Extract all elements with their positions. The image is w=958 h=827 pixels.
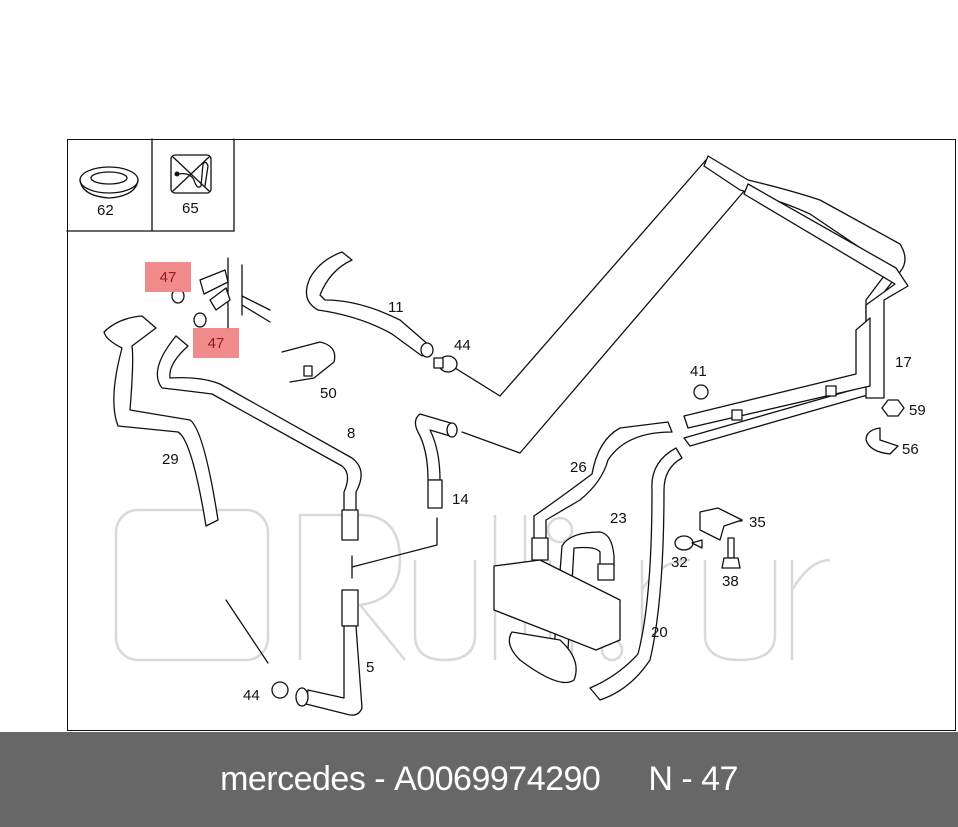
hose-26	[531, 421, 673, 561]
brand-name: mercedes	[220, 760, 366, 798]
clamp-44-lower	[271, 681, 289, 699]
clamp-44-upper	[433, 355, 458, 373]
p-clip-56	[865, 427, 899, 455]
bolt-38	[721, 537, 741, 569]
legend-label-65: 65	[182, 200, 199, 217]
grommet-ring-icon	[79, 166, 139, 199]
part-callout-44-upper[interactable]: 44	[454, 337, 471, 354]
hose-14	[414, 413, 458, 509]
part-callout-41[interactable]: 41	[690, 363, 707, 380]
part-callout-14[interactable]: 14	[452, 491, 469, 508]
nut-41	[693, 384, 709, 400]
part-callout-5[interactable]: 5	[366, 659, 375, 676]
part-callout-26[interactable]: 26	[570, 459, 587, 476]
legend-grid	[66, 138, 235, 232]
part-callout-23[interactable]: 23	[610, 510, 627, 527]
part-callout-50[interactable]: 50	[320, 385, 337, 402]
part-callout-56[interactable]: 56	[902, 441, 919, 458]
hose-11	[305, 251, 434, 358]
heater-core-connection	[171, 257, 271, 331]
hose-5	[295, 589, 363, 716]
part-callout-11[interactable]: 11	[388, 299, 404, 316]
highlighted-part-47-upper[interactable]: 47	[145, 262, 191, 292]
pipe-17	[683, 155, 909, 447]
part-callout-44-lower[interactable]: 44	[243, 687, 260, 704]
bracket-50	[281, 341, 336, 383]
position-label: N - 47	[648, 760, 738, 798]
part-number: A0069974290	[394, 760, 601, 798]
part-callout-38[interactable]: 38	[722, 573, 739, 590]
part-callout-8[interactable]: 8	[347, 425, 356, 442]
coolant-reservoir	[493, 559, 621, 684]
leader-lines	[225, 159, 746, 664]
part-callout-35[interactable]: 35	[749, 514, 766, 531]
part-callout-29[interactable]: 29	[162, 451, 179, 468]
separator: -	[365, 760, 395, 798]
part-info-footer: mercedes - A0069974290 N - 47	[0, 732, 958, 827]
hose-29	[103, 315, 219, 527]
part-callout-20[interactable]: 20	[651, 624, 668, 641]
part-callout-59[interactable]: 59	[909, 402, 926, 419]
bracket-35	[699, 507, 743, 541]
hose-20	[589, 447, 683, 701]
part-callout-17[interactable]: 17	[895, 354, 912, 371]
hose-8	[156, 335, 362, 541]
flange-nut-59	[881, 399, 905, 417]
highlighted-part-47-lower[interactable]: 47	[193, 328, 239, 358]
no-siphon-prohibited-icon	[170, 154, 212, 194]
clamp-32	[674, 535, 703, 551]
legend-label-62: 62	[97, 202, 114, 219]
part-callout-32[interactable]: 32	[671, 554, 688, 571]
